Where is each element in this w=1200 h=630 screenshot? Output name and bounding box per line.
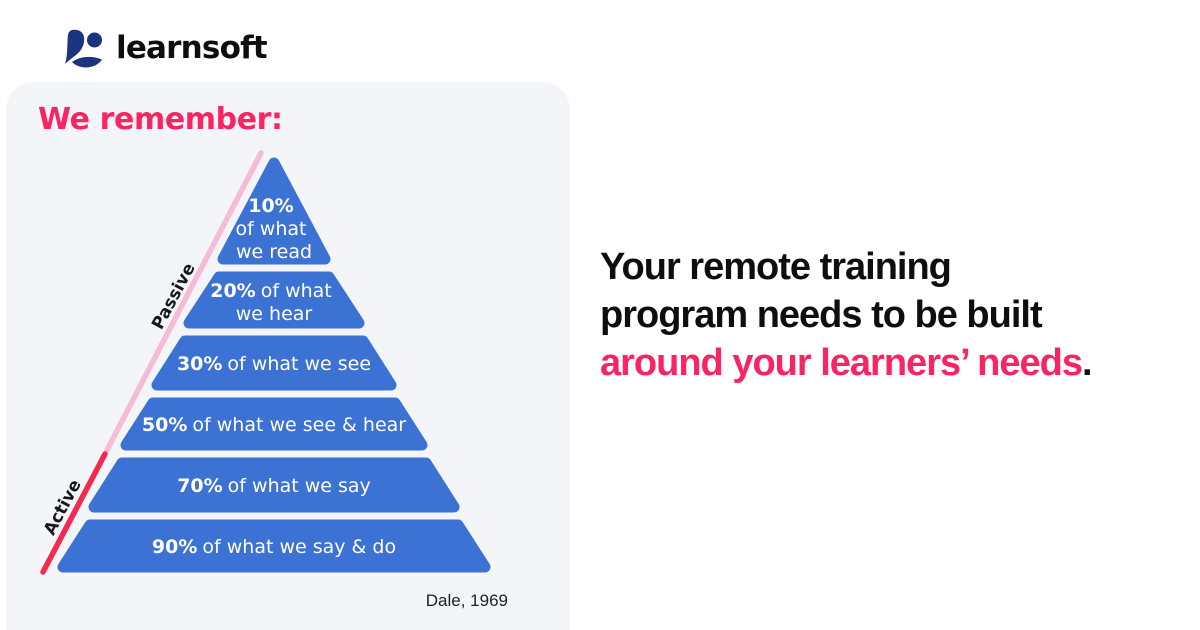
pyramid-level-30-shape [151, 335, 397, 391]
headline-period: . [1081, 342, 1093, 384]
brand-header: learnsoft [58, 26, 268, 74]
pyramid-level-10-shape [217, 157, 331, 265]
pyramid-level-20-label: 20%of what we hear [210, 280, 338, 325]
passive-guide-line [104, 150, 264, 453]
headline: Your remote training program needs to be… [600, 243, 1190, 387]
learnsoft-logo-icon [65, 29, 102, 68]
pyramid-level-50-label: 50%of what we see & hear [142, 414, 406, 436]
brand-name: learnsoft [116, 29, 268, 66]
headline-line-2: program needs to be built [600, 294, 1043, 336]
headline-line-1: Your remote training [600, 246, 952, 288]
source-citation: Dale, 1969 [426, 591, 508, 610]
headline-highlight: around your learners’ needs [600, 342, 1083, 384]
pyramid-level-10-label: 10% of what we read [235, 195, 312, 263]
pyramid-level-30-label: 30%of what we see [177, 353, 371, 375]
pyramid-level-20-shape [183, 271, 365, 329]
pyramid-level-70-label: 70%of what we say [177, 475, 371, 497]
pyramid-level-90-label: 90%of what we say & do [152, 536, 396, 558]
active-guide-line [40, 451, 108, 575]
pyramid-level-90-shape [57, 519, 491, 573]
pyramid-level-50-shape [120, 397, 428, 451]
panel-title: We remember: [38, 102, 283, 137]
pyramid-panel: We remember: Passive Active 10% of what … [6, 82, 570, 630]
pyramid-level-70-shape [88, 457, 460, 513]
learning-pyramid-diagram: Passive Active 10% of what we read 20%of… [40, 150, 508, 610]
